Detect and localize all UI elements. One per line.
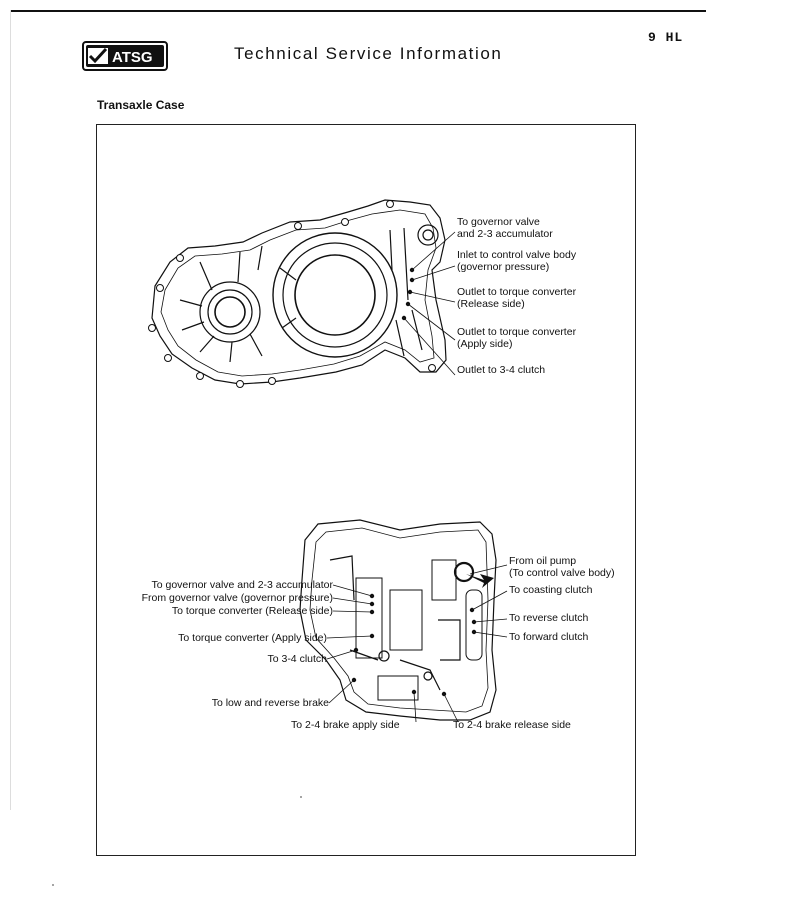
callout-converter-apply: To torque converter (Apply side) — [178, 632, 327, 644]
header-rule — [10, 10, 706, 12]
figure-frame — [96, 124, 636, 856]
oil-flow-arrow — [466, 574, 494, 588]
callout-from-governor-valve: From governor valve (governor pressure) — [141, 592, 333, 604]
section-title: Transaxle Case — [97, 98, 185, 112]
case-bolt-holes — [148, 200, 436, 388]
bottom-leader-lines — [326, 564, 508, 723]
logo-text: ATSG — [112, 49, 153, 66]
callout-2-4-brake-apply: To 2-4 brake apply side — [291, 719, 400, 731]
callout-coasting-clutch: To coasting clutch — [509, 584, 593, 596]
transaxle-case-top-view — [151, 199, 447, 385]
callout-outlet-3-4-clutch: Outlet to 3-4 clutch — [457, 364, 546, 376]
transaxle-case-bottom-view — [299, 519, 497, 721]
callout-to-governor-valve: To governor valve and 2-3 accumulator — [151, 579, 333, 591]
page-title: Technical Service Information — [234, 44, 503, 63]
callout-2-4-brake-release: To 2-4 brake release side — [453, 719, 571, 731]
top-leader-lines — [401, 231, 456, 376]
page-edge — [10, 10, 11, 810]
callout-outlet-converter-release: Outlet to torque converter (Release side… — [457, 286, 577, 310]
scan-speck — [52, 884, 54, 886]
scan-speck — [300, 796, 302, 798]
callout-converter-release: To torque converter (Release side) — [171, 605, 333, 617]
page-number: 9 HL — [648, 30, 684, 45]
callout-3-4-clutch: To 3-4 clutch — [267, 653, 327, 665]
callout-forward-clutch: To forward clutch — [509, 631, 589, 643]
atsg-logo: ATSG — [82, 41, 168, 71]
callout-inlet-control-valve-body: Inlet to control valve body (governor pr… — [457, 249, 577, 273]
callout-outlet-converter-apply: Outlet to torque converter (Apply side) — [457, 326, 577, 350]
callout-governor-valve-accumulator: To governor valve and 2-3 accumulator — [457, 216, 553, 240]
callout-reverse-clutch: To reverse clutch — [509, 612, 589, 624]
callout-from-oil-pump: From oil pump (To control valve body) — [509, 555, 615, 579]
callout-low-reverse-brake: To low and reverse brake — [211, 697, 329, 709]
